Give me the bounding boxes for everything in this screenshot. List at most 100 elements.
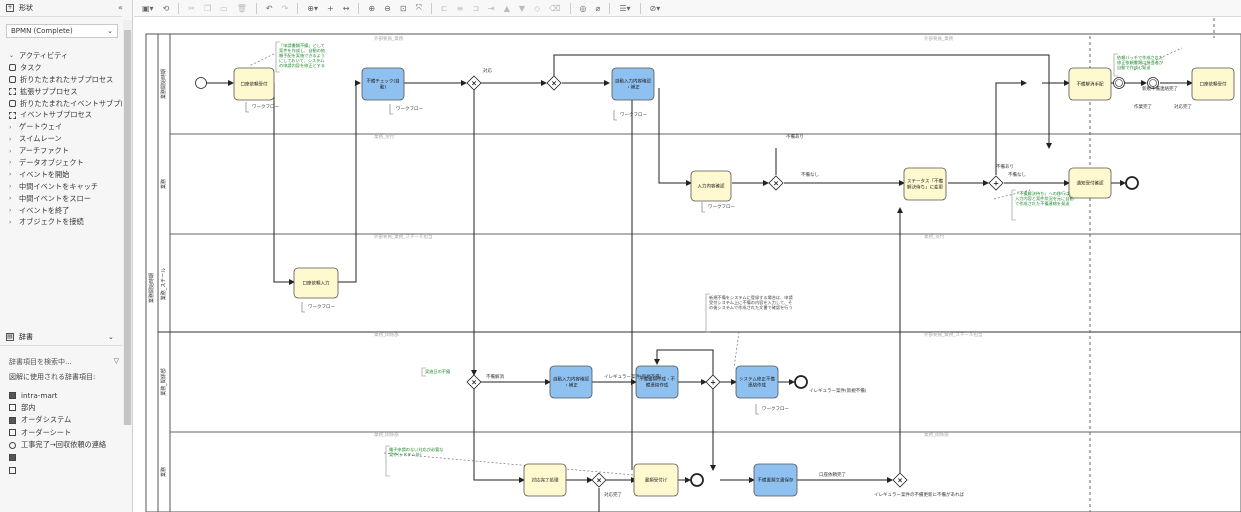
dictionary-search-input[interactable]: 辞書項目を検索中... ▽	[9, 357, 119, 369]
sequence-flow[interactable]	[654, 349, 714, 375]
globe-icon[interactable]: ◎	[579, 3, 587, 13]
shape-tree-item[interactable]: イベントサブプロセス	[0, 109, 122, 121]
paste-icon[interactable]: ▭	[220, 3, 228, 13]
exclusive-gateway[interactable]	[768, 175, 784, 191]
text-annotation[interactable]: 依頼バッチで作成された	[1117, 54, 1163, 61]
shape-tree-item[interactable]: 拡張サブプロセス	[0, 86, 122, 98]
send-back-icon[interactable]: ▼	[518, 3, 526, 13]
zoom-in-icon[interactable]: ⊕	[368, 3, 376, 13]
bpmn-task[interactable]: 口座依頼入力	[293, 267, 339, 299]
shape-tree-item[interactable]: ›アーチファクト	[0, 145, 122, 157]
text-annotation[interactable]: 自動で作成し発送	[1117, 64, 1151, 71]
delete-icon[interactable]: 🗑	[236, 3, 247, 13]
select-icon[interactable]: ⊕▾	[307, 3, 318, 13]
shape-tree-item[interactable]: タスク	[0, 62, 122, 74]
task-box[interactable]	[635, 365, 679, 399]
parallel-gateway[interactable]	[988, 175, 1004, 191]
text-annotation[interactable]: で作成された不備連絡を発送	[1015, 200, 1070, 207]
text-annotation[interactable]: 「不備解決待ち」への移行は、	[1015, 190, 1074, 197]
copy-icon[interactable]: ❐	[203, 3, 212, 13]
no-style-icon[interactable]: ⊘▾	[649, 3, 661, 13]
task-box[interactable]	[1068, 67, 1112, 101]
redo-icon[interactable]: ↷	[281, 3, 289, 13]
text-annotation[interactable]: 入力内容と案件状況を元に自動	[1015, 195, 1074, 202]
dictionary-item[interactable]: 工事完了→回収依頼の連絡	[9, 439, 106, 452]
start-event[interactable]	[1147, 77, 1159, 89]
attach-icon[interactable]: ⌀	[595, 3, 601, 13]
start-event[interactable]	[1113, 77, 1125, 89]
bpmn-task[interactable]: 書類受付け	[633, 463, 679, 497]
end-event[interactable]	[690, 473, 704, 487]
exclusive-gateway[interactable]	[591, 472, 607, 488]
bpmn-task[interactable]: 口座依頼受付	[233, 67, 275, 101]
text-annotation[interactable]: 新規不備をシステムに登録する場合は、申請	[709, 294, 793, 301]
task-box[interactable]	[903, 167, 947, 201]
task-box[interactable]	[753, 463, 798, 497]
sequence-flow[interactable]	[658, 88, 692, 186]
brush-icon[interactable]: ⌫	[549, 3, 561, 13]
shape-tree-item[interactable]: ›オブジェクトを接続	[0, 216, 122, 228]
align-right-icon[interactable]: ⊐	[472, 3, 480, 13]
align-center-icon[interactable]: ≡	[456, 3, 464, 13]
task-box[interactable]	[233, 67, 275, 101]
collapse-panel-icon[interactable]: «	[118, 3, 123, 12]
bpmn-task[interactable]: 不備解消手配	[1068, 67, 1112, 101]
bpmn-task[interactable]: ステータス「不備解決待ち」に変更	[903, 167, 947, 201]
bpmn-task[interactable]: 入力内容確認	[690, 170, 732, 202]
undo-icon[interactable]: ↶	[265, 3, 273, 13]
dictionary-item[interactable]	[9, 464, 106, 477]
page-icon[interactable]: ▣▾	[142, 3, 154, 13]
shape-tree-item[interactable]: ›ゲートウェイ	[0, 121, 122, 133]
dictionary-item[interactable]: 部内	[9, 402, 106, 415]
text-annotation[interactable]: 受付システム上に不備の内容を入力して、そ	[709, 299, 792, 306]
bpmn-task[interactable]: 自動入力内容確認・補正	[549, 365, 593, 399]
zoom-selection-icon[interactable]: ⤧	[415, 3, 422, 12]
dictionary-item[interactable]: オーダーシート	[9, 427, 106, 440]
distribute-icon[interactable]: ⇥	[488, 3, 495, 13]
task-box[interactable]	[549, 365, 593, 399]
align-left-icon[interactable]: ⊏	[440, 3, 448, 13]
task-box[interactable]	[633, 463, 679, 497]
exclusive-gateway[interactable]	[546, 75, 562, 91]
text-annotation[interactable]: 実施日の不備	[425, 368, 450, 375]
task-box[interactable]	[361, 67, 405, 101]
exclusive-gateway[interactable]	[466, 75, 482, 91]
shape-tree-item[interactable]: ›イベントを終了	[0, 205, 122, 217]
shape-tree-item[interactable]: 折りたたまれたサブプロセス	[0, 74, 122, 86]
dictionary-item[interactable]	[9, 452, 106, 465]
exclusive-gateway[interactable]	[892, 472, 908, 488]
text-annotation[interactable]: 案件を作成し、自動の依	[279, 47, 326, 54]
zoom-out-icon[interactable]: ⊖	[384, 3, 391, 13]
bring-front-icon[interactable]: ▲	[503, 3, 510, 13]
text-annotation[interactable]: 案件(システム外)	[389, 451, 422, 458]
start-event[interactable]	[195, 77, 207, 89]
panel-scrollbar[interactable]	[123, 20, 132, 425]
sequence-flow[interactable]	[995, 80, 1027, 175]
shape-tree-item[interactable]: ›データオブジェクト	[0, 157, 122, 169]
task-box[interactable]	[1068, 167, 1112, 199]
sequence-flow[interactable]	[553, 54, 1052, 149]
text-annotation[interactable]: 頼手配を実施できるよう	[279, 52, 325, 59]
add-icon[interactable]: +	[327, 3, 334, 13]
shape-tree-item[interactable]: ›中間イベントをキャッチ	[0, 181, 122, 193]
filter-icon[interactable]: ▽	[113, 357, 119, 365]
shapes-panel-header[interactable]: + 形状	[0, 0, 122, 17]
end-event[interactable]	[1125, 176, 1139, 190]
shape-tree-item[interactable]: ›スイムレーン	[0, 133, 122, 145]
dictionary-item[interactable]: オーダシステム	[9, 414, 106, 427]
sequence-flow[interactable]	[473, 389, 525, 483]
text-annotation[interactable]: の後システムで作成された文書で確認を行う	[709, 304, 793, 311]
bpmn-task[interactable]: 対応完了処理	[523, 463, 567, 497]
task-box[interactable]	[690, 170, 732, 202]
text-annotation[interactable]: にしておいて、システム	[279, 57, 324, 64]
bpmn-task[interactable]: 不備書類文書保存	[753, 463, 798, 497]
shape-tree-item[interactable]: ⌄アクティビティ	[0, 50, 122, 62]
shape-tree-item[interactable]: 折りたたまれたイベントサブプロセス	[0, 98, 122, 110]
bpmn-task[interactable]: 自動入力内容確認・補正	[611, 67, 655, 101]
layers-icon[interactable]: ☰▾	[619, 3, 631, 13]
refresh-icon[interactable]: ⟲	[162, 3, 170, 13]
shape-tree-item[interactable]: ›イベントを開始	[0, 169, 122, 181]
